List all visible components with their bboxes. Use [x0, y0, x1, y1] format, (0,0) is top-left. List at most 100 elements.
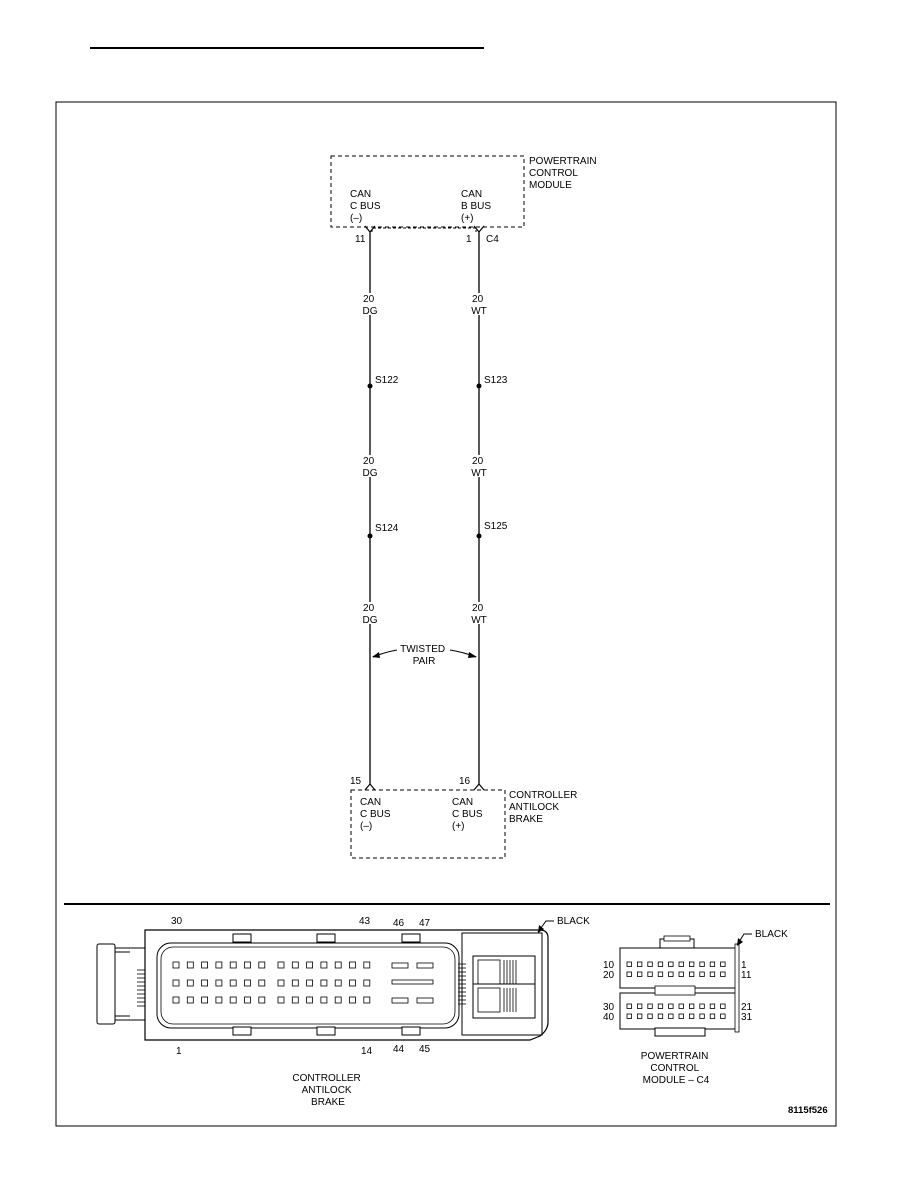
abs-conn-body: [144, 929, 549, 1041]
abs-conn-side-ridges: [458, 963, 466, 1005]
pin-cavity: [668, 1003, 674, 1009]
left-wire: 20 DG S122 20 DG S124 20 DG: [358, 232, 399, 784]
abs-dashed-box: [350, 789, 506, 859]
abs-connector-view: 30 43 46 47: [96, 916, 590, 1108]
pin-cavity: [334, 961, 342, 969]
diagram-frame: [55, 101, 837, 1127]
pin-cavity: [306, 961, 314, 969]
abs-conn-pin-cavities: [172, 961, 371, 1004]
abs-conn-inner: [156, 942, 460, 1029]
abs-left-pin-number: 15: [350, 776, 362, 787]
abs-conn-color-arrow: [538, 925, 544, 933]
abs-conn-pin-44: 44: [393, 1044, 405, 1055]
right-wire-segment-1: 20 WT: [471, 294, 487, 317]
pin-cavity: [334, 979, 342, 987]
pcm-left-terminal: [364, 225, 376, 233]
pin-cavity: [349, 979, 356, 987]
twisted-pair-left-arrow: [372, 652, 380, 658]
splice-s123-label: S123: [484, 375, 508, 386]
pcm-module: POWERTRAIN CONTROL MODULE CAN C BUS (–) …: [330, 155, 599, 245]
abs-conn-color: BLACK: [557, 916, 590, 927]
pin-cavity: [201, 996, 209, 1004]
pin-cavity: [291, 996, 299, 1004]
pin-cavity: [172, 979, 180, 987]
pcm-conn-row-label-11: 11: [741, 970, 752, 981]
pin-cavity: [720, 971, 726, 977]
abs-conn-pin-30: 30: [171, 916, 183, 927]
splice-s124: [367, 533, 373, 539]
pin-cavity: [689, 961, 695, 967]
pin-cavity: [201, 979, 209, 987]
abs-conn-pin-1: 1: [176, 1046, 182, 1057]
abs-conn-pin-47: 47: [419, 918, 431, 929]
pin-cavity: [637, 1003, 643, 1009]
pin-cavity: [668, 1013, 674, 1019]
pin-cavity: [229, 996, 237, 1004]
pin-cavity: [647, 1003, 653, 1009]
pcm-left-pin-label: CAN C BUS (–): [350, 189, 383, 224]
abs-conn-caption: CONTROLLER ANTILOCK BRAKE: [292, 1073, 363, 1108]
pin-cavity: [349, 996, 356, 1004]
abs-left-pin-label: CAN C BUS (–): [360, 797, 393, 832]
twisted-pair-label: TWISTED PAIR: [400, 644, 448, 667]
splice-s122-label: S122: [375, 375, 399, 386]
abs-conn-pin-46: 46: [393, 918, 405, 929]
pin-cavity: [244, 996, 251, 1004]
abs-conn-fuse-ridges: [503, 960, 517, 1012]
pin-cavity: [626, 1003, 632, 1009]
pin-cavity: [172, 996, 180, 1004]
pin-cavity: [709, 1003, 716, 1009]
pin-cavity: [320, 996, 328, 1004]
abs-conn-pin-45: 45: [419, 1044, 431, 1055]
pcm-conn-caption: POWERTRAIN CONTROL MODULE – C4: [641, 1051, 711, 1086]
twisted-pair-right-arrow: [468, 652, 477, 658]
pin-cavity: [657, 971, 664, 977]
pin-cavity: [277, 961, 285, 969]
pin-cavity: [668, 961, 674, 967]
pin-cavity: [720, 1013, 726, 1019]
pin-cavity: [678, 1003, 684, 1009]
pcm-dashed-box: [330, 155, 525, 228]
pin-cavity: [258, 961, 266, 969]
abs-conn-terminal-44: [391, 997, 409, 1004]
pcm-conn-row-label-21: 21: [741, 1002, 753, 1013]
splice-s122: [367, 383, 373, 389]
pcm-conn-color-arrow: [737, 938, 743, 946]
pin-cavity: [637, 971, 643, 977]
pin-cavity: [363, 996, 371, 1004]
right-wire-segment-3: 20 WT: [471, 603, 487, 626]
pin-cavity: [363, 979, 371, 987]
pin-cavity: [363, 961, 371, 969]
pcm-conn-row-label-30: 30: [603, 1002, 615, 1013]
pcm-conn-row-label-1: 1: [741, 960, 747, 971]
pcm-name: POWERTRAIN CONTROL MODULE: [529, 156, 599, 191]
pin-cavity: [657, 961, 664, 967]
pin-cavity: [215, 979, 223, 987]
pin-cavity: [709, 1013, 716, 1019]
pin-cavity: [689, 1003, 695, 1009]
pin-cavity: [699, 971, 705, 977]
pin-cavity: [626, 961, 632, 967]
abs-conn-latch: [96, 943, 116, 1025]
pin-cavity: [626, 1013, 632, 1019]
left-wire-segment-2: 20 DG: [363, 456, 378, 479]
abs-left-terminal: [364, 783, 376, 791]
abs-conn-pin-43: 43: [359, 916, 371, 927]
abs-conn-key-top-2: [316, 933, 336, 943]
right-wire: 20 WT S123 20 WT S125 20 WT: [467, 232, 508, 784]
pin-cavity: [258, 996, 266, 1004]
pin-cavity: [215, 996, 223, 1004]
pin-cavity: [647, 961, 653, 967]
pcm-conn-color: BLACK: [755, 929, 788, 940]
pin-cavity: [349, 961, 356, 969]
pin-cavity: [689, 1013, 695, 1019]
pcm-connector-id: C4: [486, 234, 499, 245]
pin-cavity: [201, 961, 209, 969]
abs-conn-latch-ridges: [137, 969, 145, 1007]
pin-cavity: [709, 971, 716, 977]
pin-cavity: [657, 1003, 664, 1009]
pin-cavity: [647, 971, 653, 977]
pin-cavity: [172, 961, 180, 969]
splice-s125-label: S125: [484, 521, 508, 532]
splice-s124-label: S124: [375, 523, 399, 534]
